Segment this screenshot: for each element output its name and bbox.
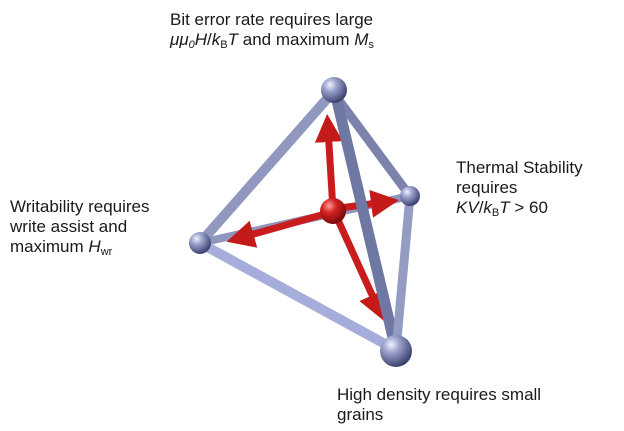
- label-right-line2: requires: [456, 178, 518, 197]
- red-arrows: [226, 114, 399, 321]
- label-top-line2: μμ0H/kBT and maximum Ms: [170, 30, 374, 51]
- slash: /: [207, 30, 212, 49]
- label-right-line3: KV/kBT > 60: [456, 198, 583, 219]
- m-symbol: M: [354, 30, 369, 49]
- t-symbol: T: [499, 198, 510, 217]
- edge-top-left: [195, 87, 338, 248]
- vertex-bottom: [380, 335, 412, 367]
- m-subscript: s: [368, 39, 374, 51]
- label-bottom-line2: grains: [337, 405, 384, 424]
- arrow-up: [314, 114, 343, 214]
- label-left-line3: maximum Hwr: [10, 237, 150, 258]
- mu-subscript: 0: [188, 39, 195, 51]
- tetrahedron-edges-front: [195, 86, 415, 356]
- vertex-top: [321, 77, 347, 103]
- edge-top-bottom: [329, 86, 402, 356]
- vertex-left: [189, 232, 211, 254]
- mu-mu-symbol: μμ: [170, 30, 189, 49]
- edge-left-bottom: [195, 238, 401, 355]
- h-symbol: H: [88, 237, 101, 256]
- vertex-right: [400, 186, 420, 206]
- label-bottom-line1: High density requires small: [337, 385, 542, 404]
- k-subscript: B: [491, 207, 500, 219]
- k-symbol: k: [483, 198, 492, 217]
- label-thermal-stability: Thermal Stability requires KV/kBT > 60: [456, 158, 583, 219]
- k-symbol: k: [211, 30, 221, 49]
- label-bit-error-rate: Bit error rate requires large μμ0H/kBT a…: [170, 10, 374, 51]
- arrow-left: [226, 210, 329, 248]
- center-sphere: [320, 198, 346, 224]
- h-symbol: H: [194, 30, 208, 49]
- h-subscript: wr: [100, 246, 113, 258]
- label-high-density: High density requires small grains: [337, 385, 541, 425]
- label-left-line1: Writability requires: [10, 197, 150, 216]
- k-subscript: B: [220, 39, 228, 51]
- t-symbol: T: [227, 30, 239, 49]
- label-writability: Writability requires write assist and ma…: [10, 197, 150, 258]
- label-left-line2: write assist and: [10, 217, 128, 236]
- threshold-text: > 60: [509, 198, 548, 217]
- label-top-mid-text: and maximum: [238, 30, 355, 49]
- label-top-line1: Bit error rate requires large: [170, 10, 374, 29]
- edge-top-right: [330, 90, 415, 201]
- maximum-text: maximum: [10, 237, 89, 256]
- arrow-down: [334, 216, 385, 321]
- slash: /: [478, 198, 484, 217]
- label-right-line1: Thermal Stability: [456, 158, 583, 177]
- kv-symbol: KV: [456, 198, 479, 217]
- edge-right-bottom: [391, 191, 415, 355]
